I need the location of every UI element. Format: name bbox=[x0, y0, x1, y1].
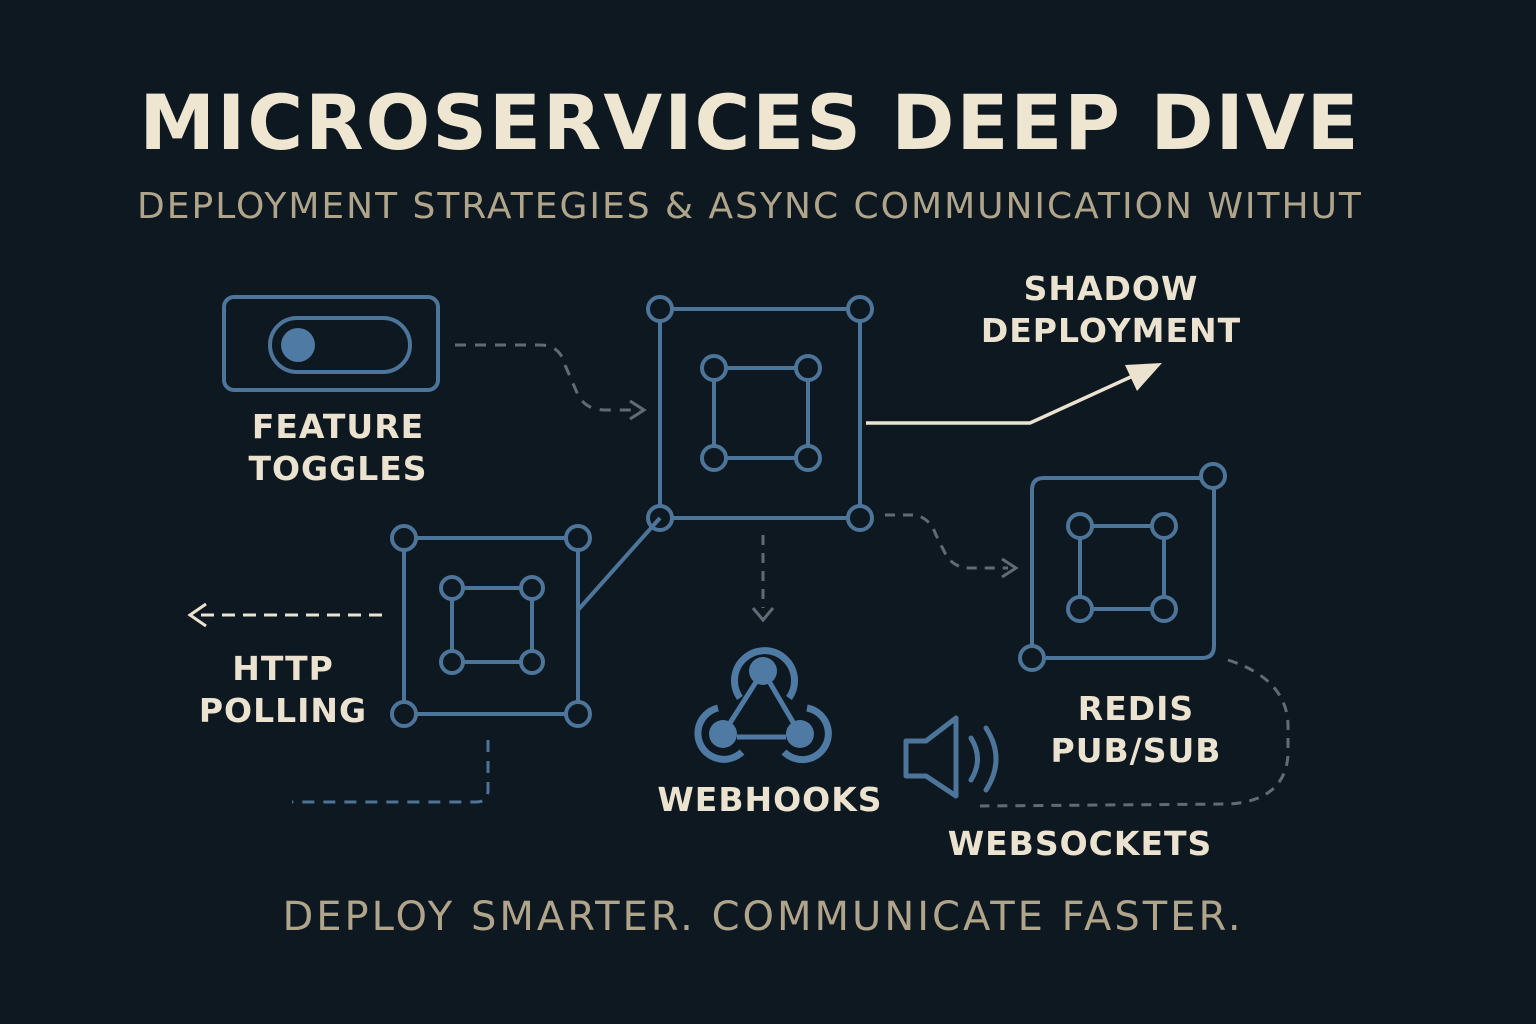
central-to-webhooks-arrow bbox=[751, 535, 775, 623]
speaker-icon bbox=[903, 715, 999, 799]
webhooks-label: WEBHOOKS bbox=[657, 780, 883, 819]
shadow-deployment-label: SHADOW DEPLOYMENT bbox=[980, 269, 1242, 350]
page-title: MICROSERVICES DEEP DIVE bbox=[139, 78, 1361, 167]
left-service-dashed-connector bbox=[292, 740, 490, 804]
central-to-redis-arrow bbox=[885, 513, 1019, 579]
page-subtitle: DEPLOYMENT STRATEGIES & ASYNC COMMUNICAT… bbox=[137, 186, 1363, 227]
central-to-left-service-line bbox=[576, 516, 662, 612]
http-polling-label: HTTP POLLING bbox=[198, 649, 368, 730]
left-service-node-icon bbox=[390, 524, 592, 728]
redis-pubsub-label: REDIS PUB/SUB bbox=[1050, 689, 1222, 770]
toggle-switch-icon bbox=[222, 295, 440, 392]
footer-tagline: DEPLOY SMARTER. COMMUNICATE FASTER. bbox=[282, 894, 1244, 940]
redis-service-node-icon bbox=[1018, 462, 1227, 672]
webhook-icon bbox=[694, 647, 832, 764]
toggle-to-service-arrow bbox=[455, 343, 647, 421]
http-polling-arrow bbox=[187, 602, 382, 628]
central-service-node-icon bbox=[646, 295, 874, 532]
redis-to-websockets-dashed-connector bbox=[979, 658, 1290, 808]
shadow-deployment-arrow bbox=[866, 363, 1162, 425]
websockets-label: WEBSOCKETS bbox=[947, 824, 1213, 863]
feature-toggles-label: FEATURE TOGGLES bbox=[248, 407, 428, 488]
